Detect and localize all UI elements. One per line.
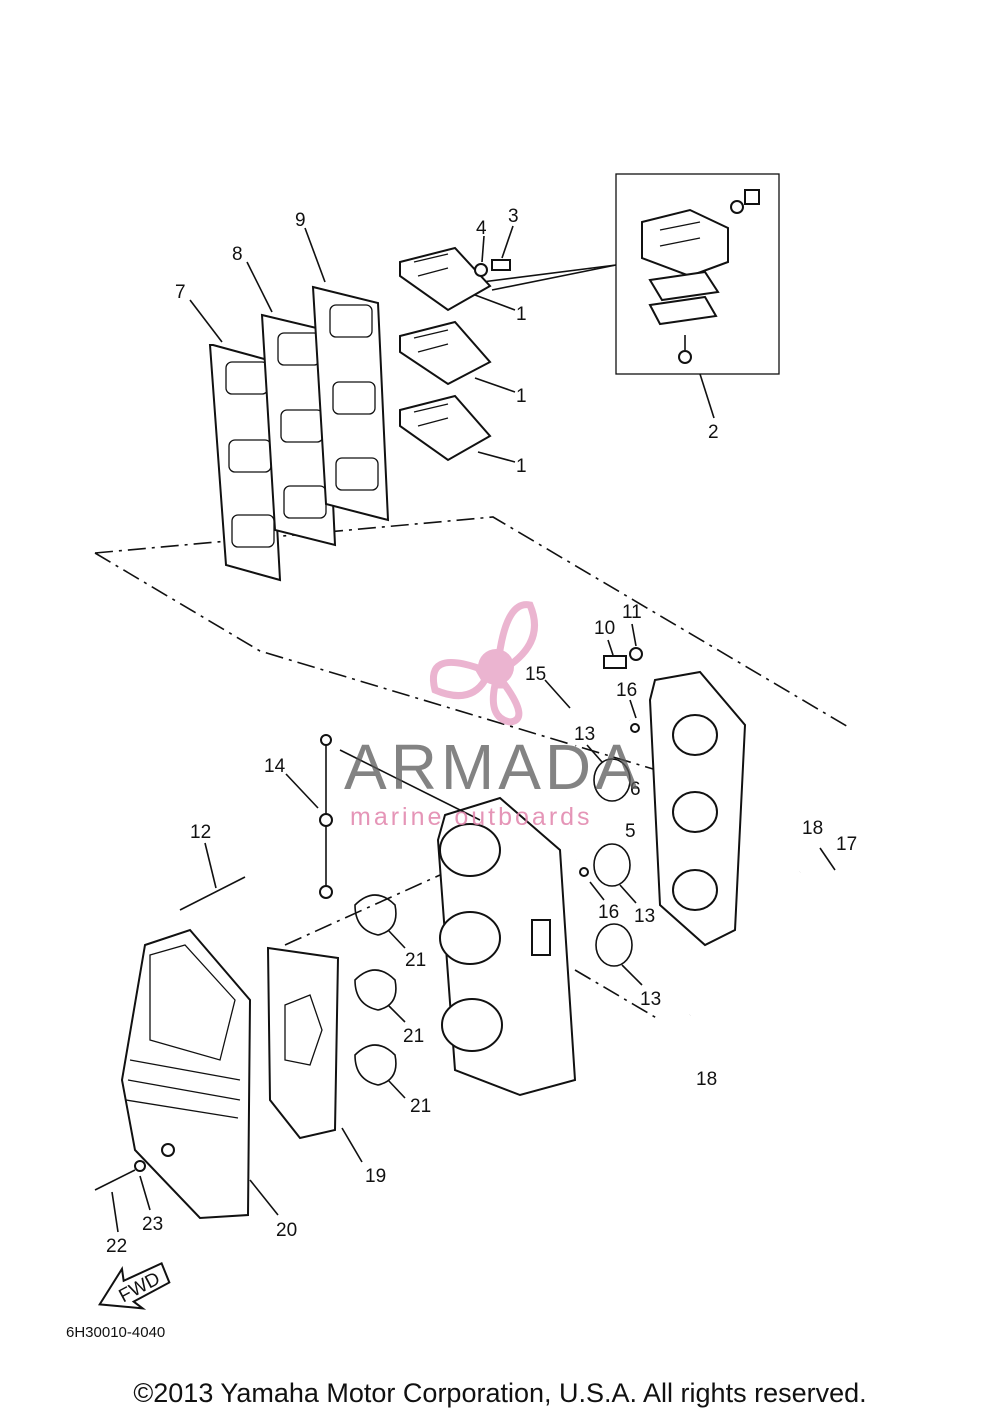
long-bolt: [179, 842, 246, 911]
callout-19: 19: [365, 1166, 386, 1187]
watermark-brand-name: ARMADA: [344, 731, 642, 803]
silencer-screw-and-washer: [94, 1160, 151, 1233]
callout-8: 8: [232, 244, 243, 265]
callout-14: 14: [264, 756, 286, 777]
intake-manifold: [603, 623, 747, 947]
diagram-code: 6H30010-4040: [66, 1324, 166, 1341]
gaskets-7-8-9: [189, 227, 390, 582]
armada-logo-icon: [430, 601, 538, 726]
callout-3: 3: [508, 206, 519, 227]
callout-5: 5: [625, 821, 636, 842]
callout-2: 2: [708, 422, 719, 443]
callout-labels: 1 1 1 2 3 4 5 6 7 8 9 10 11 12 13 13 13 …: [106, 206, 857, 1257]
callout-21a: 21: [405, 950, 426, 971]
callout-17: 17: [836, 834, 857, 855]
silencer-gasket: [266, 946, 363, 1163]
callout-12: 12: [190, 822, 211, 843]
callout-9: 9: [295, 210, 306, 231]
callout-22: 22: [106, 1236, 127, 1257]
link-rod: [285, 734, 333, 899]
watermark-brand-subtitle: marine outboards: [350, 803, 593, 831]
callout-7: 7: [175, 282, 186, 303]
copyright-notice: ©2013 Yamaha Motor Corporation, U.S.A. A…: [133, 1378, 867, 1408]
callout-16a: 16: [616, 680, 637, 701]
carburetor-gaskets: [354, 894, 406, 1099]
callout-1b: 1: [516, 386, 527, 407]
fuel-hoses: [544, 679, 853, 1019]
intake-silencer: [120, 928, 279, 1220]
callout-1c: 1: [516, 456, 527, 477]
callout-13c: 13: [640, 989, 661, 1010]
callout-20: 20: [276, 1220, 297, 1241]
reed-valve-assemblies: [399, 246, 516, 463]
callout-4: 4: [476, 218, 487, 239]
callout-6: 6: [630, 779, 641, 800]
callout-13a: 13: [574, 724, 595, 745]
callout-23: 23: [142, 1214, 163, 1235]
callout-18a: 18: [802, 818, 823, 839]
callout-1a: 1: [516, 304, 527, 325]
callout-15: 15: [525, 664, 546, 685]
carburetor-assembly: [284, 749, 661, 1097]
callout-21c: 21: [410, 1096, 431, 1117]
reed-valve-screw-and-washer: [474, 225, 514, 277]
reed-valve-inset: [481, 173, 780, 419]
callout-18b: 18: [696, 1069, 717, 1090]
callout-10: 10: [594, 618, 615, 639]
callout-13b: 13: [634, 906, 655, 927]
callout-16b: 16: [598, 902, 619, 923]
callout-21b: 21: [403, 1026, 424, 1047]
forward-direction-arrow: FWD: [97, 1261, 171, 1310]
callout-11: 11: [622, 602, 642, 623]
o-rings-and-clips: [579, 699, 643, 986]
